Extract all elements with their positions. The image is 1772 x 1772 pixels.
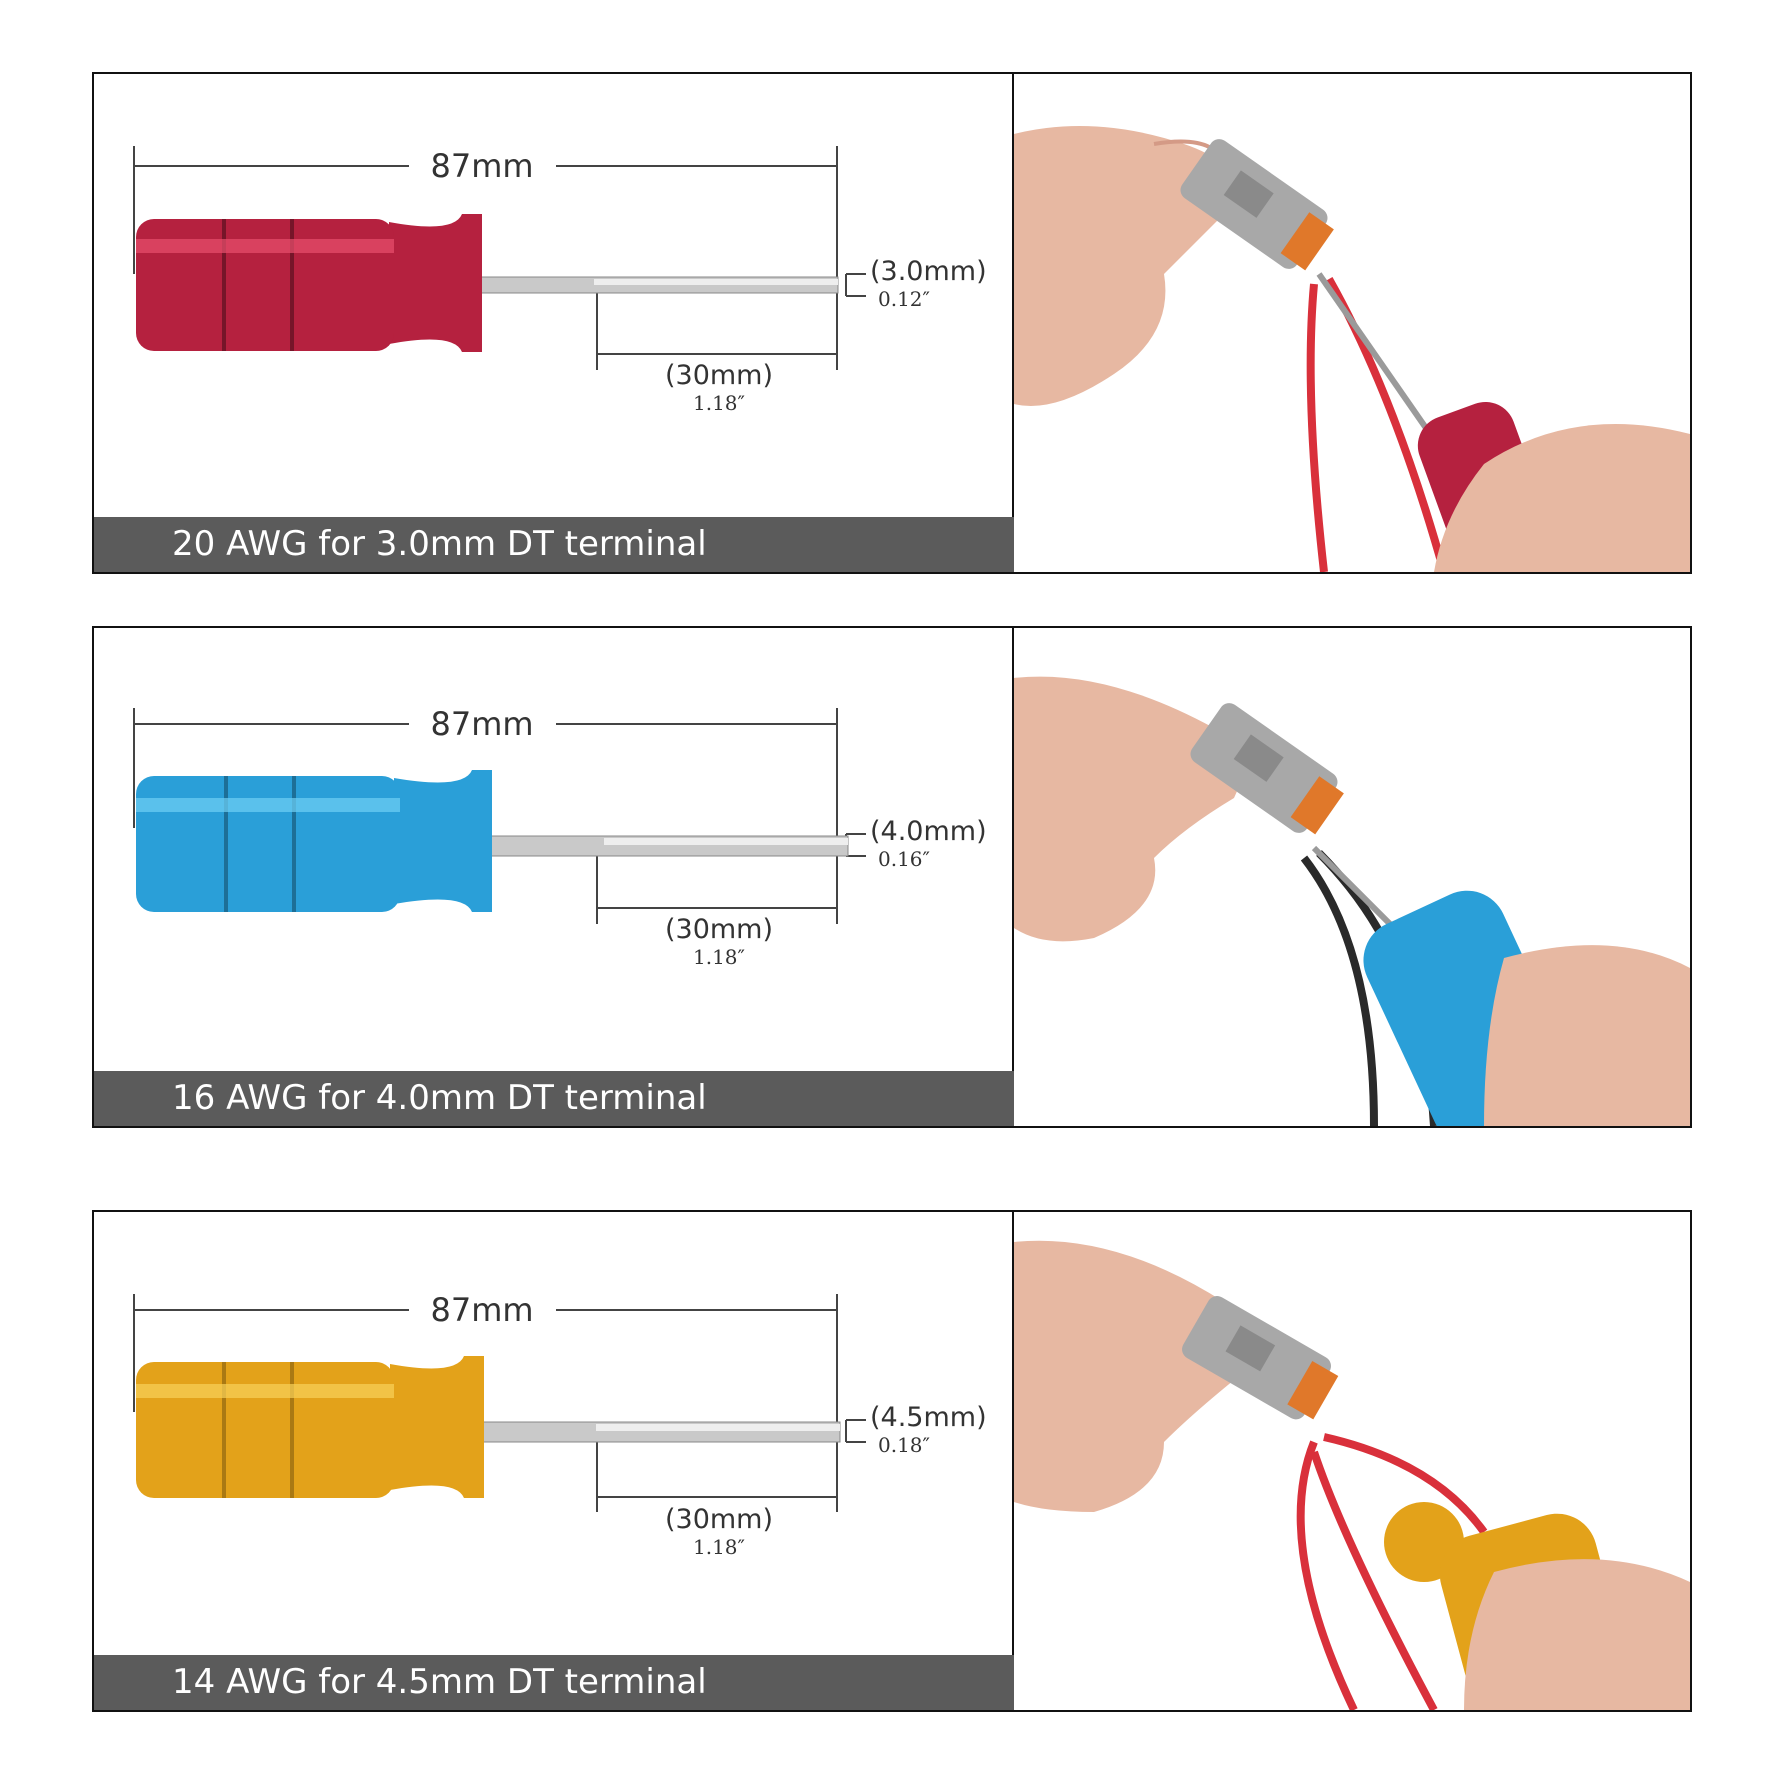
dimension-lines <box>133 1294 866 1512</box>
tool-dimension-diagram: 87mm (3.0mm) 0.12″ (30mm) 1.18″ 20 AWG f… <box>94 74 1014 572</box>
tool-panel-1: 87mm (3.0mm) 0.12″ (30mm) 1.18″ 20 AWG f… <box>92 72 1692 574</box>
pin-length-label: (30mm) <box>665 914 773 945</box>
tool-panel-3: 87mm (4.5mm) 0.18″ (30mm) 1.18″ 14 AWG f… <box>92 1210 1692 1712</box>
tool-handle <box>136 776 400 912</box>
tip-diameter-label: (4.0mm) <box>870 816 987 847</box>
total-length-label: 87mm <box>430 705 533 743</box>
tip-diameter-inch-label: 0.16″ <box>878 847 930 871</box>
tip-diameter-label: (4.5mm) <box>870 1402 987 1433</box>
pin-length-label: (30mm) <box>665 1504 773 1535</box>
tool-handle <box>136 1362 394 1498</box>
wire-icon <box>1300 855 1378 1126</box>
pin-length-inch-label: 1.18″ <box>693 391 745 415</box>
tool-illustration-3 <box>136 1356 841 1498</box>
wire-icon <box>1296 1440 1358 1710</box>
total-length-label: 87mm <box>430 1291 533 1329</box>
connector-icon <box>1180 139 1334 271</box>
tip-diameter-label: (3.0mm) <box>870 256 987 287</box>
tool-dimension-diagram: 87mm (4.5mm) 0.18″ (30mm) 1.18″ 14 AWG f… <box>94 1212 1014 1710</box>
caption-banner: 20 AWG for 3.0mm DT terminal <box>94 517 1014 572</box>
hand-icon <box>1014 126 1236 406</box>
pin-length-label: (30mm) <box>665 360 773 391</box>
usage-photo-1 <box>1014 74 1690 572</box>
usage-photo-3 <box>1014 1212 1690 1710</box>
wire-icon <box>1306 283 1328 572</box>
tool-dimension-diagram: 87mm (4.0mm) 0.16″ (30mm) 1.18″ 16 AWG f… <box>94 628 1014 1126</box>
tool-illustration-2 <box>136 770 849 912</box>
tip-diameter-inch-label: 0.12″ <box>878 287 930 311</box>
tool-neck <box>390 1356 484 1498</box>
usage-photo-2 <box>1014 628 1690 1126</box>
tool-neck <box>389 214 482 352</box>
hand-icon <box>1014 1240 1251 1512</box>
tool-illustration-1 <box>136 214 839 352</box>
total-length-label: 87mm <box>430 147 533 185</box>
tool-panel-2: 87mm (4.0mm) 0.16″ (30mm) 1.18″ 16 AWG f… <box>92 626 1692 1128</box>
pin-length-inch-label: 1.18″ <box>693 1535 745 1559</box>
connector-icon <box>1190 703 1344 835</box>
connector-icon <box>1182 1296 1339 1420</box>
dimension-lines <box>133 146 866 370</box>
hand-icon <box>1014 676 1241 942</box>
pin-length-inch-label: 1.18″ <box>693 945 745 969</box>
caption-banner: 16 AWG for 4.0mm DT terminal <box>94 1071 1014 1126</box>
caption-banner: 14 AWG for 4.5mm DT terminal <box>94 1655 1014 1710</box>
tip-diameter-inch-label: 0.18″ <box>878 1433 930 1457</box>
tool-handle <box>136 219 394 351</box>
tool-neck <box>394 770 492 912</box>
